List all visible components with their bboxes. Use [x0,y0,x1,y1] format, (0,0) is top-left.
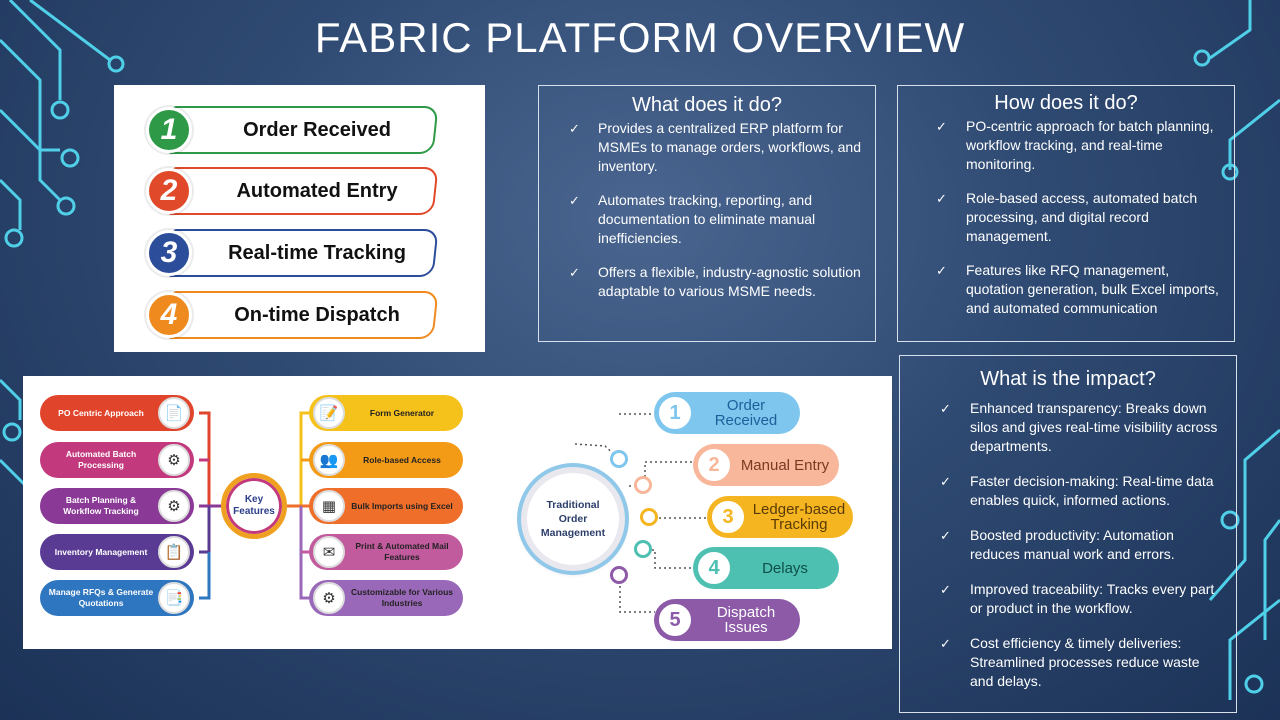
step-1: 1 Order Received [146,105,439,155]
step-number: 2 [695,446,733,484]
traditional-step-3: 3 Ledger-based Tracking [707,496,853,538]
traditional-step-5: 5 Dispatch Issues [654,599,800,641]
check-icon: ✓ [940,582,951,597]
check-icon: ✓ [940,474,951,489]
feature-customizable: ⚙ Customizable for Various Industries [309,580,463,616]
step-label: Delays [762,559,808,577]
list-item: ✓Automates tracking, reporting, and docu… [569,192,816,246]
step-number: 5 [656,601,694,639]
step-3: 3 Real-time Tracking [146,228,439,278]
check-icon: ✓ [936,191,947,206]
traditional-step-4: 4 Delays [693,547,839,589]
feature-label: Form Generator [369,407,435,418]
list-item: ✓Cost efficiency & timely deliveries: St… [940,635,1200,689]
traditional-hub: Traditional Order Management [521,467,625,571]
step-number: 2 [146,168,192,214]
connector-dot [610,450,628,468]
what-heading: What does it do? [631,94,783,116]
how-heading: How does it do? [994,92,1138,114]
feature-label: Print & Automated Mail Features [355,541,449,562]
step-label: Order Received [714,397,778,429]
workflow-icon: ⚙ [158,490,190,522]
users-icon: 👥 [313,444,345,476]
document-icon: 📄 [158,397,190,429]
check-icon: ✓ [569,193,580,208]
check-icon: ✓ [569,121,580,136]
step-label: Manual Entry [740,456,830,474]
check-icon: ✓ [936,119,947,134]
quotation-icon: 📑 [158,582,190,614]
impact-heading: What is the impact? [980,368,1156,390]
feature-label: Batch Planning & Workflow Tracking [63,495,139,516]
list-item: ✓Role-based access, automated batch proc… [936,190,1198,244]
step-label: Order Received [243,118,391,141]
step-number: 4 [146,292,192,338]
clipboard-icon: 📋 [158,536,190,568]
list-item: ✓PO-centric approach for batch planning,… [936,118,1214,172]
impact-list: ✓Enhanced transparency: Breaks down silo… [900,399,1236,691]
key-features-hub: Key Features [221,473,287,539]
check-icon: ✓ [569,265,580,280]
steps-panel: 1 Order Received 2 Automated Entry 3 Rea… [114,85,485,352]
list-item: ✓Boosted productivity: Automation reduce… [940,527,1175,562]
feature-label: Inventory Management [54,546,148,557]
what-box: What does it do? ✓Provides a centralized… [538,85,876,342]
step-number: 4 [695,549,733,587]
list-item: ✓Improved traceability: Tracks every par… [940,581,1215,616]
feature-bulk-import: ▦ Bulk Imports using Excel [309,488,463,524]
step-2: 2 Automated Entry [146,166,439,216]
feature-label: Bulk Imports using Excel [351,500,453,511]
step-label: Real-time Tracking [228,241,406,264]
check-icon: ✓ [936,263,947,278]
list-item: ✓Enhanced transparency: Breaks down silo… [940,400,1218,454]
list-item: ✓Faster decision-making: Real-time data … [940,473,1214,508]
traditional-step-2: 2 Manual Entry [693,444,839,486]
check-icon: ✓ [940,636,951,651]
page-title: FABRIC PLATFORM OVERVIEW [314,14,966,61]
feature-batch-processing: Automated Batch Processing ⚙ [40,442,194,478]
step-4: 4 On-time Dispatch [146,290,439,340]
feature-po-centric: PO Centric Approach 📄 [40,395,194,431]
feature-rfq: Manage RFQs & Generate Quotations 📑 [40,580,194,616]
diagram-panel: PO Centric Approach 📄 Automated Batch Pr… [23,376,892,649]
traditional-step-1: 1 Order Received [654,392,800,434]
list-item: ✓Features like RFQ management, quotation… [936,262,1219,316]
form-icon: 📝 [313,397,345,429]
feature-role-access: 👥 Role-based Access [309,442,463,478]
check-icon: ✓ [940,401,951,416]
step-number: 1 [656,394,694,432]
connector-dot [640,508,658,526]
step-number: 3 [146,230,192,276]
connector-dot [634,540,652,558]
feature-label: Automated Batch Processing [65,449,137,470]
feature-label: Manage RFQs & Generate Quotations [48,587,154,608]
impact-box: What is the impact? ✓Enhanced transparen… [899,355,1237,713]
mail-icon: ✉ [313,536,345,568]
gears-icon: ⚙ [158,444,190,476]
feature-inventory: Inventory Management 📋 [40,534,194,570]
step-label: Ledger-based Tracking [752,501,846,533]
feature-print-mail: ✉ Print & Automated Mail Features [309,534,463,570]
how-box: How does it do? ✓PO-centric approach for… [897,85,1235,342]
feature-label: Role-based Access [363,454,441,465]
what-list: ✓Provides a centralized ERP platform for… [539,119,875,301]
connector-dot [610,566,628,584]
feature-label: PO Centric Approach [58,407,144,418]
check-icon: ✓ [940,528,951,543]
features-connectors [199,411,707,613]
how-list: ✓PO-centric approach for batch planning,… [898,117,1234,318]
step-label: Automated Entry [236,179,398,202]
step-number: 1 [146,107,192,153]
step-label: On-time Dispatch [234,303,400,326]
excel-icon: ▦ [313,490,345,522]
settings-icon: ⚙ [313,582,345,614]
list-item: ✓Provides a centralized ERP platform for… [569,120,861,174]
step-number: 3 [709,498,747,536]
feature-label: Customizable for Various Industries [350,587,454,608]
feature-batch-planning: Batch Planning & Workflow Tracking ⚙ [40,488,194,524]
list-item: ✓Offers a flexible, industry-agnostic so… [569,264,861,299]
connector-dot [634,476,652,494]
step-label: Dispatch Issues [716,604,776,636]
feature-form-generator: 📝 Form Generator [309,395,463,431]
